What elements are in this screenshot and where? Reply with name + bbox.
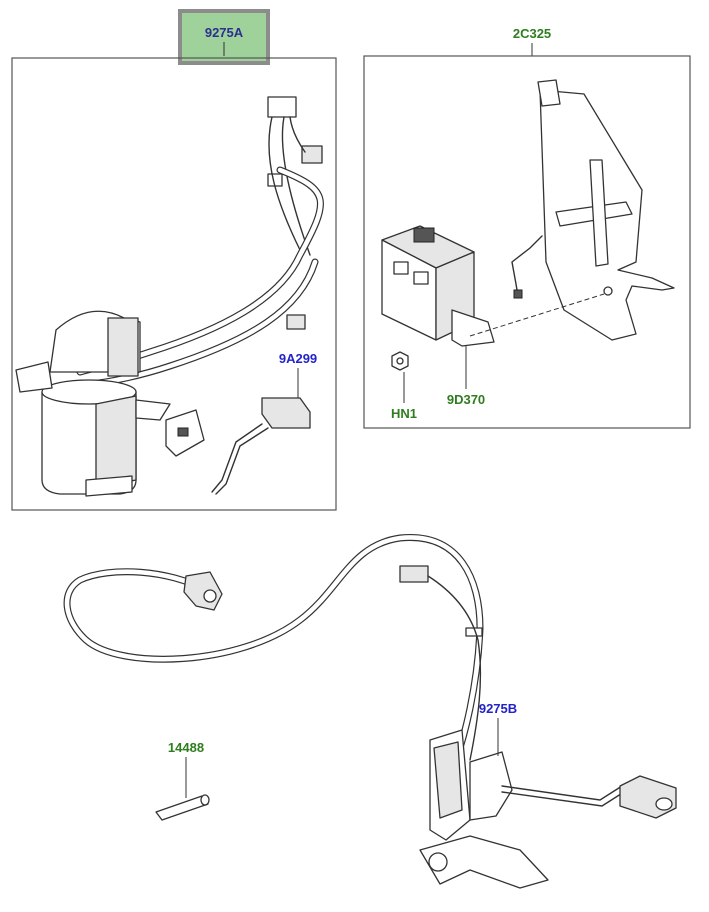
bracket-stud [603, 286, 613, 296]
pump-housing-rib [107, 317, 139, 377]
module-socket-2 [413, 271, 429, 285]
module-mount-ear [451, 309, 495, 347]
hose-end-fitting [183, 571, 223, 611]
pump-return-hose-inner [87, 259, 318, 387]
sender-float [261, 397, 311, 429]
fuel-level-sender-icon[interactable] [165, 397, 311, 495]
mounting-bracket-icon[interactable] [511, 79, 675, 341]
pin-icon[interactable] [155, 794, 210, 821]
jet-pump-base [419, 835, 549, 889]
callout-14488[interactable]: 14488 [168, 740, 204, 755]
sender-connector [399, 565, 429, 583]
callout-hn1[interactable]: HN1 [391, 406, 417, 421]
harness-connector-lower [301, 145, 323, 164]
pump-reservoir-top [41, 379, 137, 405]
bracket-ground-eyelet [513, 289, 523, 299]
bracket-top-tab [537, 79, 561, 107]
sender-contact [177, 427, 189, 437]
pin-body [155, 795, 209, 821]
jet-sender-arm [501, 785, 623, 801]
callout-9a299[interactable]: 9A299 [279, 351, 317, 366]
module-socket-1 [393, 261, 409, 275]
jet-pump-assembly-icon[interactable] [63, 534, 677, 889]
fuel-pump-module-icon[interactable] [15, 96, 324, 497]
sender-lead [427, 575, 482, 761]
pin-end [200, 794, 210, 806]
panel-pump-module [11, 57, 337, 511]
pump-bracket [135, 399, 171, 421]
callout-2c325[interactable]: 2C325 [513, 26, 551, 41]
panel-bracket [363, 55, 691, 429]
pump-base-foot [85, 475, 133, 497]
harness-wire-c [281, 116, 311, 256]
module-connector [413, 227, 435, 243]
callout-9d370[interactable]: 9D370 [447, 392, 485, 407]
bracket-ground-strap [511, 235, 543, 297]
jet-pump-ribs [433, 741, 463, 819]
harness-wire-a [268, 116, 301, 251]
control-module-icon[interactable] [381, 225, 495, 347]
callout-9275b[interactable]: 9275B [479, 701, 517, 716]
harness-wire-b [289, 116, 306, 153]
sender-arm-2 [215, 427, 269, 495]
hose-end-bore [203, 589, 217, 603]
jet-sender-float-end [655, 797, 673, 811]
pump-side-tab [15, 361, 53, 393]
pump-reservoir-side [95, 395, 137, 489]
harness-connector-upper [267, 96, 297, 118]
jet-pump-nozzle [428, 852, 448, 872]
jet-sender-float [619, 775, 677, 819]
hose-sensor-connector [286, 314, 306, 330]
nut-hole [396, 357, 404, 365]
callout-9275a[interactable]: 9275A [205, 25, 244, 40]
bracket-rib-vertical [589, 159, 609, 267]
sender-arm [211, 423, 263, 493]
nut-icon[interactable] [391, 351, 409, 371]
jet-sender-arm-2 [501, 791, 625, 807]
jet-pump-housing [469, 751, 513, 821]
